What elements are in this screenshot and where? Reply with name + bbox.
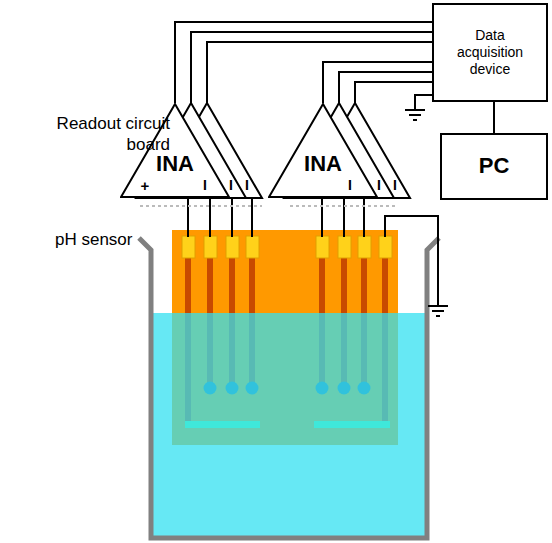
board-edge xyxy=(140,205,395,207)
solution xyxy=(152,313,426,536)
pin-sign: I xyxy=(348,177,352,195)
output-wires xyxy=(191,32,432,103)
node-text: Data acquisition device xyxy=(450,27,530,77)
amplifier-outline xyxy=(268,103,378,198)
pin-sign: I xyxy=(245,177,249,195)
ground-symbol xyxy=(405,95,432,120)
pad-wires xyxy=(188,198,438,306)
wire xyxy=(323,62,432,103)
node-text: INA xyxy=(268,151,378,177)
ground-symbol xyxy=(428,306,448,316)
sensor-label: pH sensor xyxy=(55,229,132,250)
wire xyxy=(175,22,432,103)
amplifier-symbol: INA xyxy=(268,103,378,198)
pin-sign: + xyxy=(141,177,150,196)
pin-sign: I xyxy=(203,177,207,195)
beaker xyxy=(139,238,439,538)
wire xyxy=(493,102,495,133)
pin-sign: I xyxy=(377,177,381,195)
contact-pads xyxy=(182,236,392,258)
pin-sign: I xyxy=(229,177,233,195)
computer-box: PC xyxy=(440,133,548,200)
pin-sign: I xyxy=(393,177,397,195)
node-text: PC xyxy=(479,153,510,179)
board-label: Readout circuit board xyxy=(30,113,170,156)
device-box: Data acquisition device xyxy=(432,3,548,102)
node-text: INA xyxy=(120,151,230,177)
